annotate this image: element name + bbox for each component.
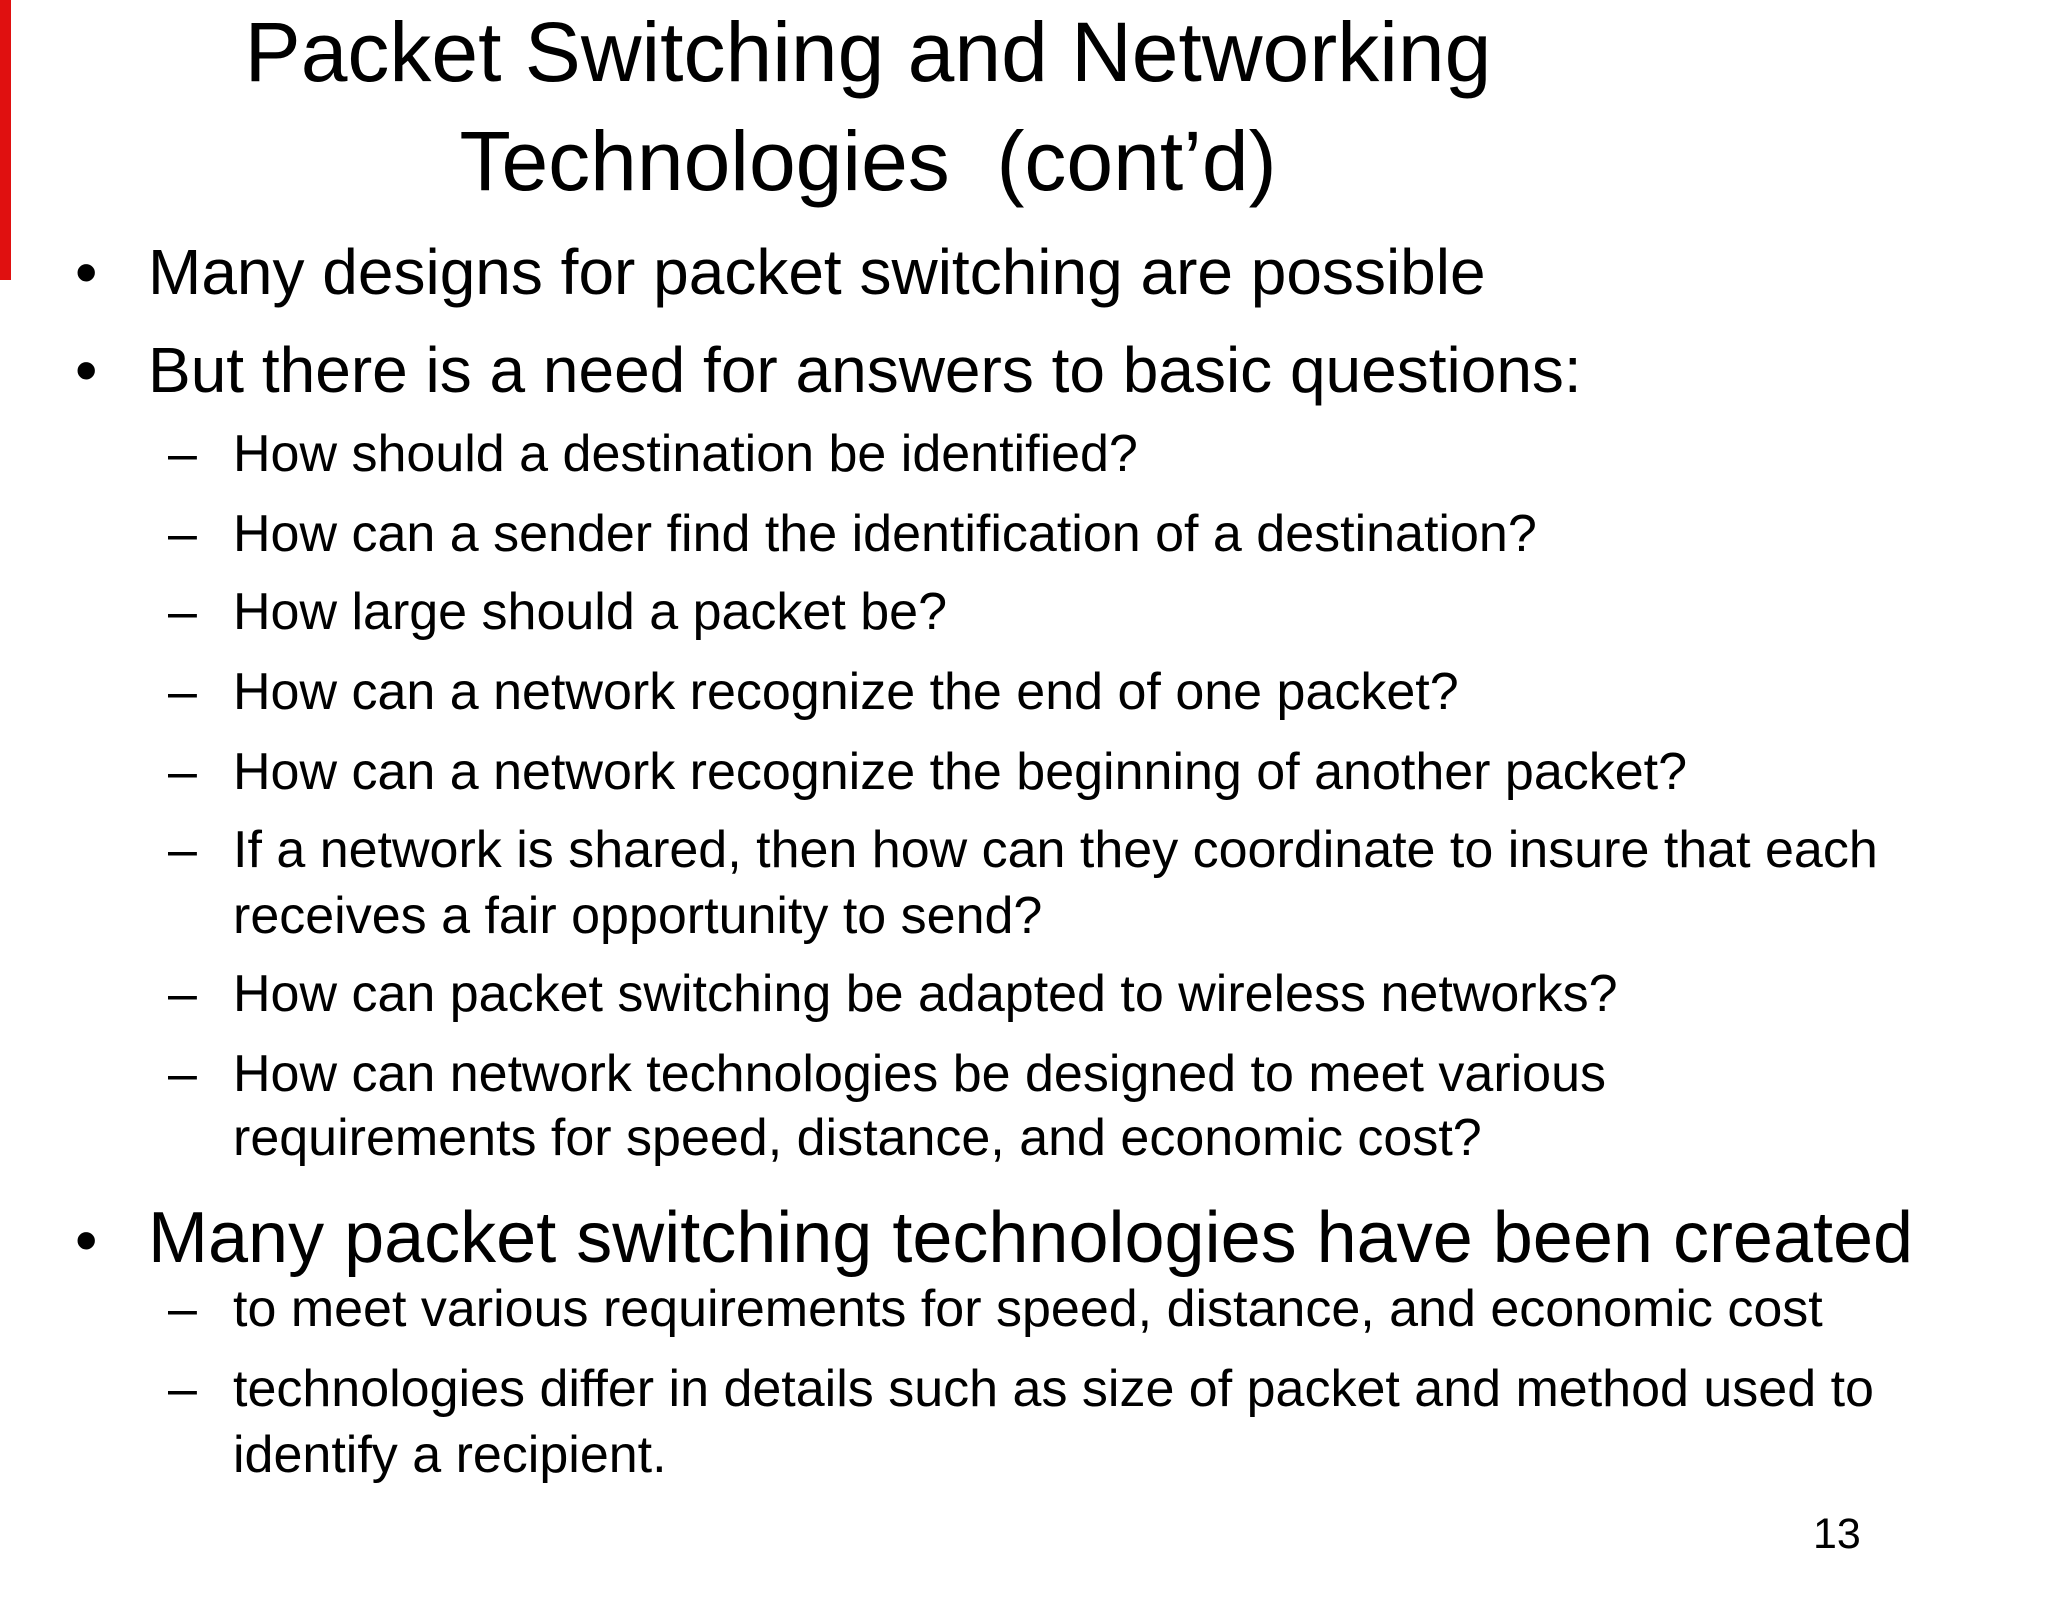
dash-icon: –: [168, 505, 197, 563]
sub-bullet-item: technologies differ in details such as s…: [233, 1360, 1874, 1418]
sub-bullet-item: How can a network recognize the end of o…: [233, 663, 1459, 721]
sub-bullet-item: to meet various requirements for speed, …: [233, 1280, 1823, 1338]
slide-title-line-2: Technologies (cont’d): [459, 114, 1277, 208]
sub-bullet-item: If a network is shared, then how can the…: [233, 821, 1878, 879]
bullet-icon: •: [75, 236, 98, 308]
slide-title-line-1: Packet Switching and Networking: [244, 5, 1492, 99]
dash-icon: –: [168, 425, 197, 483]
dash-icon: –: [168, 821, 197, 879]
sub-bullet-item: How should a destination be identified?: [233, 425, 1138, 483]
sub-bullet-continuation: requirements for speed, distance, and ec…: [233, 1109, 1482, 1167]
dash-icon: –: [168, 583, 197, 641]
bullet-item: Many designs for packet switching are po…: [148, 236, 1486, 308]
page-number: 13: [1813, 1510, 1861, 1558]
dash-icon: –: [168, 663, 197, 721]
bullet-icon: •: [75, 1204, 98, 1276]
red-accent-bar: [0, 0, 11, 280]
dash-icon: –: [168, 965, 197, 1023]
bullet-item: But there is a need for answers to basic…: [148, 334, 1582, 406]
dash-icon: –: [168, 1360, 197, 1418]
sub-bullet-item: How can packet switching be adapted to w…: [233, 965, 1618, 1023]
sub-bullet-item: How can a network recognize the beginnin…: [233, 743, 1688, 801]
sub-bullet-item: How large should a packet be?: [233, 583, 948, 641]
dash-icon: –: [168, 743, 197, 801]
sub-bullet-continuation: identify a recipient.: [233, 1426, 667, 1484]
dash-icon: –: [168, 1280, 197, 1338]
bullet-icon: •: [75, 334, 98, 406]
dash-icon: –: [168, 1045, 197, 1103]
sub-bullet-item: How can a sender find the identification…: [233, 505, 1537, 563]
sub-bullet-continuation: receives a fair opportunity to send?: [233, 887, 1043, 945]
bullet-item: Many packet switching technologies have …: [148, 1198, 1914, 1278]
sub-bullet-item: How can network technologies be designed…: [233, 1045, 1607, 1103]
